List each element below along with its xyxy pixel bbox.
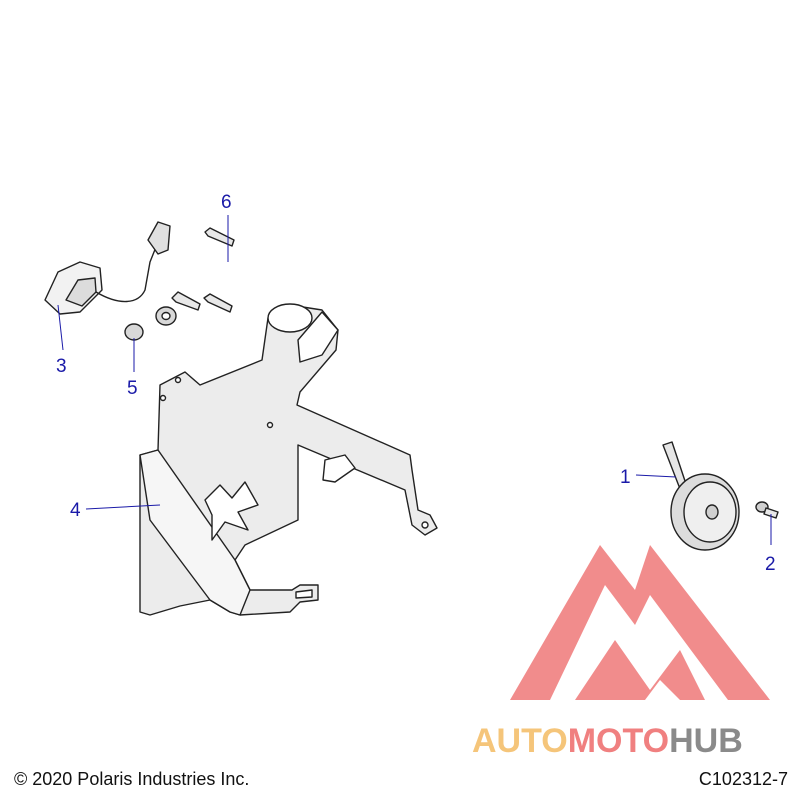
watermark-text: AUTOMOTOHUB (472, 722, 743, 760)
part-3-lamp (44, 221, 171, 315)
watermark-logo-shape (510, 545, 770, 700)
leader-4 (85, 504, 161, 510)
part-4-bracket (139, 303, 438, 616)
part-2-screw (755, 501, 779, 519)
leader-3 (57, 304, 64, 351)
callout-2: 2 (765, 554, 776, 575)
copyright-text: © 2020 Polaris Industries Inc. (14, 769, 250, 789)
callout-5: 5 (127, 378, 138, 399)
callout-6: 6 (221, 192, 232, 213)
watermark-moto: MOTO (568, 722, 669, 760)
callout-1: 1 (620, 467, 631, 488)
watermark-auto: AUTO (472, 722, 568, 760)
part-6-bolts (171, 227, 235, 313)
leader-1 (635, 474, 677, 478)
callout-4: 4 (70, 500, 81, 521)
callout-3: 3 (56, 356, 67, 377)
drawing-number: C102312-7 (698, 769, 788, 789)
part-1-horn (662, 441, 740, 551)
watermark-hub: HUB (669, 722, 743, 760)
watermark-logo (510, 545, 770, 700)
part-5-nuts (124, 306, 177, 341)
